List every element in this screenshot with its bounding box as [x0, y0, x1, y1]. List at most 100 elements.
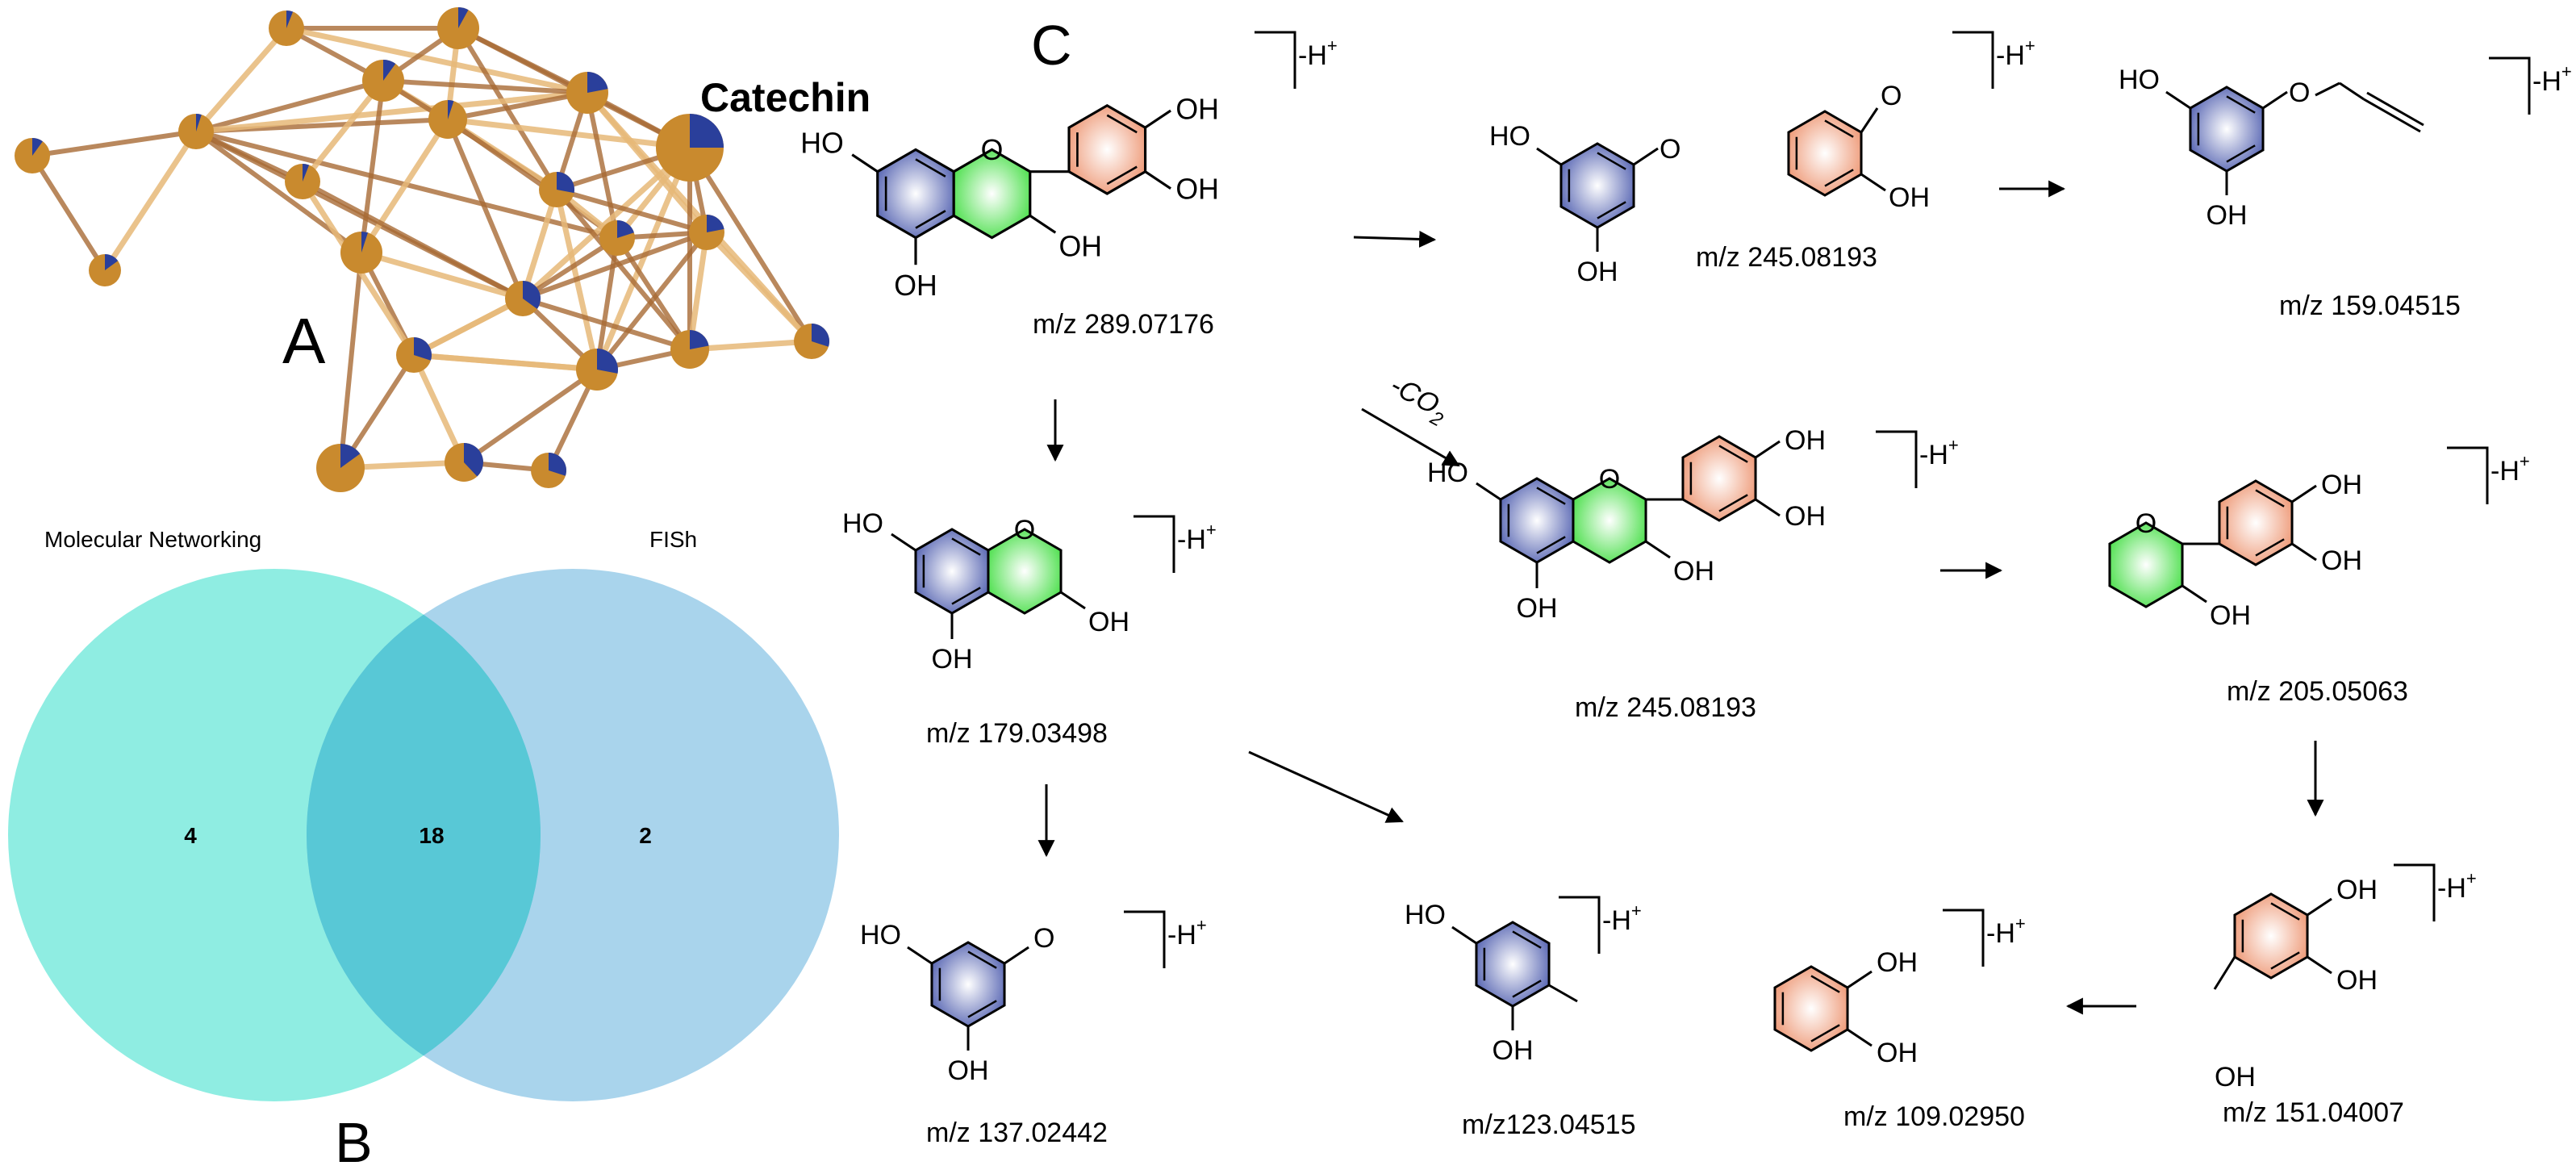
venn-overlap-count: 18	[419, 823, 444, 848]
bond-line	[1860, 107, 1879, 133]
network-node[interactable]	[576, 349, 618, 391]
aromatic-bond	[2270, 951, 2300, 970]
bond-line	[2363, 98, 2421, 133]
mz-label-179: m/z 179.03498	[926, 718, 1108, 749]
network-edge	[411, 353, 467, 464]
node-pie-slice	[458, 7, 469, 28]
mz-label-245a: m/z 245.08193	[1696, 242, 1877, 273]
network-node[interactable]	[531, 453, 566, 488]
network-node[interactable]	[566, 72, 608, 114]
network-edge	[595, 231, 709, 371]
network-node[interactable]	[437, 7, 479, 49]
aromatic-bond	[1512, 930, 1542, 949]
network-node[interactable]	[269, 10, 304, 46]
network-node[interactable]	[89, 254, 121, 286]
c-ring	[2108, 521, 2184, 608]
network-node[interactable]	[340, 232, 382, 274]
arrow-289-to-245b	[1361, 407, 1460, 467]
benzene-ring	[1773, 965, 1849, 1052]
charge-bracket: -H+	[1124, 910, 1207, 968]
network-edge	[687, 232, 710, 350]
atom-label: OH	[1577, 257, 1618, 287]
bond-line	[2165, 90, 2191, 110]
aromatic-bond	[2226, 144, 2256, 163]
atom-label: OH	[1175, 173, 1219, 205]
network-node[interactable]	[285, 164, 320, 199]
network-node[interactable]	[396, 337, 432, 373]
mz-label-245b: m/z 245.08193	[1575, 692, 1756, 723]
benzene-ring	[1559, 142, 1635, 229]
atom-label: OH	[932, 644, 973, 675]
network-edge	[687, 146, 814, 343]
charge-bracket: -H+	[1134, 515, 1217, 573]
network-node[interactable]	[794, 324, 829, 359]
network-nodes	[15, 7, 829, 492]
atom-label: OH	[2336, 965, 2378, 996]
adduct-label: -H+	[1996, 36, 2035, 71]
network-edge	[445, 118, 525, 300]
network-node[interactable]	[599, 220, 635, 256]
mz-label-109: m/z 109.02950	[1843, 1101, 2025, 1132]
network-node[interactable]	[362, 60, 404, 102]
bond-line	[1004, 946, 1029, 965]
aromatic-bond	[1536, 487, 1566, 505]
network-node[interactable]	[178, 114, 214, 149]
bond-line	[1144, 170, 1171, 190]
atom-label: OH	[2207, 200, 2248, 231]
network-node[interactable]	[656, 114, 724, 182]
node-pie-slice	[414, 337, 432, 361]
node-pie-slice	[523, 281, 541, 309]
network-edge	[359, 118, 450, 254]
atom-label: OH	[2215, 1062, 2256, 1093]
network-edge	[556, 187, 708, 235]
node-pie-slice	[587, 72, 608, 93]
network-edge	[300, 78, 386, 184]
network-node[interactable]	[689, 215, 724, 250]
network-node[interactable]	[539, 172, 574, 207]
mz-label-205: m/z 205.05063	[2227, 676, 2408, 707]
node-pie-slice	[557, 172, 574, 194]
charge-bracket: -H+	[2489, 56, 2572, 115]
network-edge	[585, 92, 620, 239]
bond-line	[907, 946, 933, 965]
aromatic-bond	[951, 537, 981, 556]
network-node[interactable]	[670, 330, 709, 369]
structure-245a-b-ring: OHO	[1787, 81, 1930, 213]
bond-line	[1060, 591, 1086, 610]
network-edge	[689, 338, 812, 353]
aromatic-bond	[1810, 1024, 1840, 1042]
adduct-label: -H+	[2437, 868, 2477, 904]
node-pie-slice	[361, 232, 369, 253]
network-edge	[595, 237, 620, 370]
network-node[interactable]	[428, 100, 467, 139]
network-edge	[301, 179, 524, 301]
benzene-ring	[2189, 86, 2265, 173]
aromatic-bond	[2270, 902, 2300, 921]
network-node[interactable]	[445, 443, 484, 482]
aromatic-bond	[2226, 95, 2256, 114]
benzene-ring	[1787, 110, 1863, 197]
atom-label: OH	[1673, 556, 1714, 587]
venn-right-only-count: 2	[639, 823, 652, 848]
bond-line	[1536, 147, 1562, 166]
adduct-label: -H+	[1177, 520, 1217, 555]
network-edges	[30, 25, 814, 473]
atom-label: OH	[2336, 875, 2378, 905]
adduct-label: -H+	[2490, 451, 2530, 487]
aromatic-bond	[967, 1000, 997, 1018]
b-ring	[1681, 435, 1757, 522]
network-edge	[195, 90, 588, 135]
atom-label: OH	[1088, 607, 1129, 637]
network-node[interactable]	[505, 281, 541, 316]
b-ring	[1067, 103, 1147, 195]
network-node[interactable]	[15, 138, 50, 173]
atom-label: HO	[2119, 65, 2160, 95]
aromatic-bond	[915, 210, 946, 229]
node-pie-slice	[812, 324, 829, 347]
bond-line	[1029, 214, 1057, 234]
venn-right-set-label: FISh	[649, 527, 697, 552]
network-edge	[615, 236, 692, 351]
network-node[interactable]	[316, 444, 365, 492]
bond-line	[1860, 173, 1886, 192]
